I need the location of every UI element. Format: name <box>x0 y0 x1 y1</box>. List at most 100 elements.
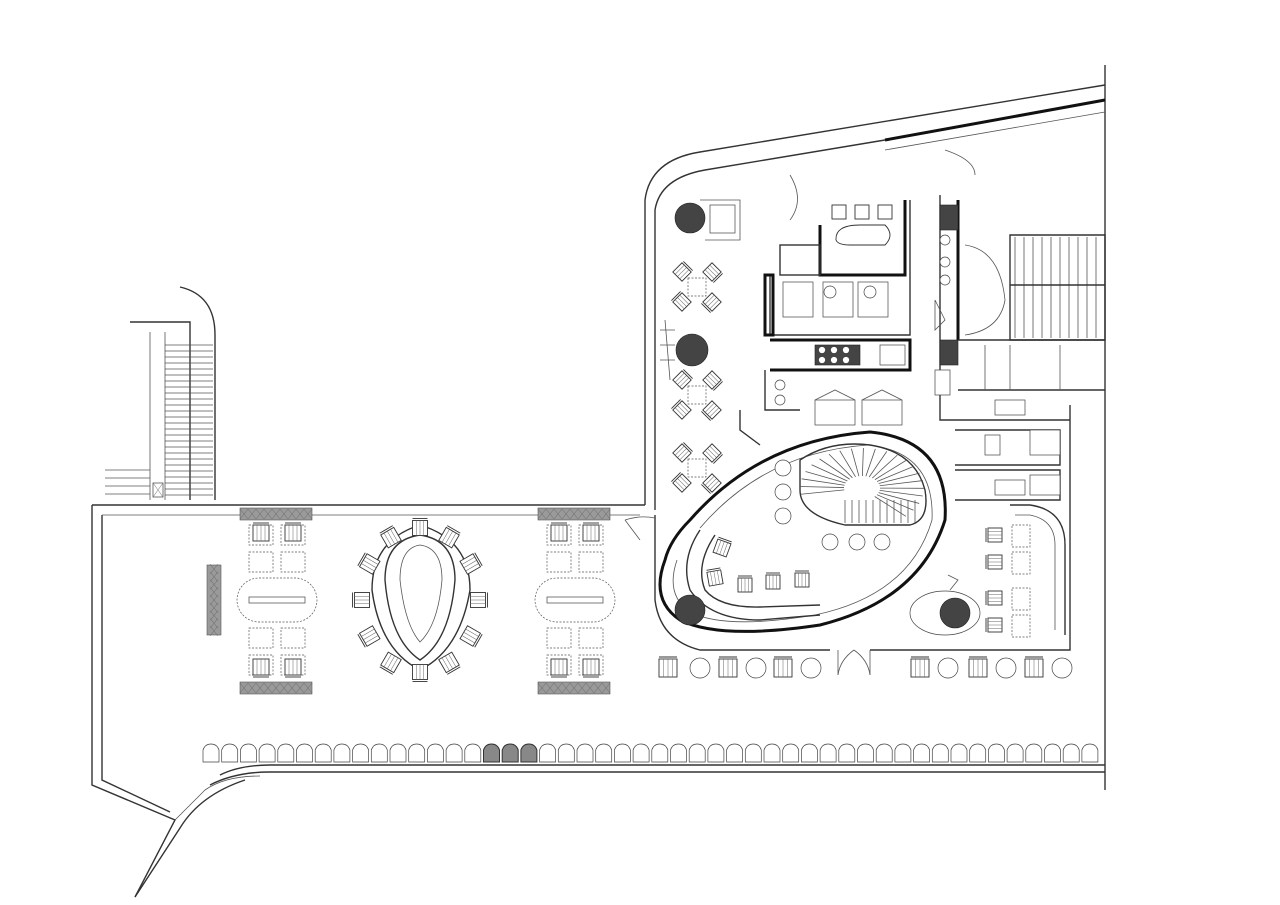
four-seat-table <box>671 442 723 494</box>
chair <box>658 656 678 678</box>
booth-table <box>1011 587 1031 611</box>
chair <box>672 261 693 282</box>
chair <box>412 518 428 536</box>
hedge-row <box>202 743 1099 763</box>
chair <box>671 399 692 420</box>
round-table <box>800 657 822 679</box>
hedge-shrub <box>389 743 407 763</box>
hedge-shrub <box>221 743 239 763</box>
chair <box>252 522 270 542</box>
hedge-shrub <box>296 743 313 763</box>
chair <box>671 291 692 312</box>
chair <box>737 575 753 593</box>
column-planters <box>660 199 741 381</box>
hedge-shrub <box>1081 743 1099 763</box>
round-table <box>848 533 866 551</box>
hedge-shrub <box>913 743 930 763</box>
hedge-shrub <box>464 743 482 763</box>
terrace-boundary <box>91 65 1106 898</box>
chair <box>672 442 693 463</box>
hedge-shrub <box>370 743 388 763</box>
planter-box <box>206 507 611 695</box>
chair <box>706 567 724 587</box>
hedge-shrub <box>333 743 351 763</box>
chair <box>459 552 483 575</box>
chair <box>357 552 381 575</box>
chair <box>985 590 1003 606</box>
chair <box>701 292 722 313</box>
hedge-shrub <box>202 743 220 763</box>
hedge-shrub <box>969 743 987 763</box>
hedge-shrub <box>651 743 669 763</box>
round-table <box>774 507 792 525</box>
chair <box>985 527 1003 543</box>
chair <box>910 656 930 678</box>
planter <box>537 681 611 695</box>
round-table <box>821 533 839 551</box>
hedge-shrub <box>950 743 968 763</box>
hedge-shrub <box>1006 743 1024 763</box>
planter <box>537 507 611 521</box>
hedge-shrub <box>277 743 295 763</box>
entrance-doors <box>789 149 976 676</box>
hedge-shrub <box>352 743 369 763</box>
hedge-shrub <box>314 743 332 763</box>
chair <box>718 656 738 678</box>
chair <box>985 617 1003 633</box>
chair <box>352 592 370 608</box>
hedge-shrub <box>782 743 800 763</box>
hedge-shrub <box>744 743 762 763</box>
booth-table <box>1011 524 1031 548</box>
chair <box>438 651 461 675</box>
chair <box>412 664 428 682</box>
chair <box>773 656 793 678</box>
hedge-shrub <box>632 743 650 763</box>
chair <box>550 522 568 542</box>
chair <box>701 400 722 421</box>
hedge-shrub <box>801 743 818 763</box>
booth-table <box>1011 551 1031 575</box>
hedge-shrub <box>557 743 575 763</box>
restaurant-dining-area <box>671 261 723 494</box>
hedge-shrub <box>763 743 781 763</box>
hedge-shrub <box>894 743 912 763</box>
bar-counter <box>739 389 903 446</box>
round-tables <box>774 459 891 551</box>
chair <box>672 369 693 390</box>
round-table <box>873 533 891 551</box>
chair <box>357 625 381 648</box>
hedge-shrub <box>1044 743 1061 763</box>
hedge-shrub <box>988 743 1005 763</box>
hedge-shrub <box>931 743 949 763</box>
hedge-shrub <box>688 743 706 763</box>
chair <box>379 525 402 549</box>
chair <box>550 658 568 678</box>
chair <box>582 522 600 542</box>
chair <box>794 570 810 588</box>
chair <box>701 473 722 494</box>
booth-seating <box>909 504 1066 638</box>
round-table <box>995 657 1017 679</box>
round-table <box>774 483 792 501</box>
hedge-shrub <box>483 743 500 763</box>
hedge-shrub <box>576 743 594 763</box>
oval-banquet-table <box>352 518 488 682</box>
booth-table <box>1011 614 1031 638</box>
planter <box>239 507 313 521</box>
chair <box>284 522 302 542</box>
hedge-shrub <box>408 743 426 763</box>
fire-stair-core <box>934 195 1106 501</box>
round-table <box>745 657 767 679</box>
chair <box>438 525 461 549</box>
rectangular-dining-table <box>236 522 616 678</box>
hedge-shrub <box>838 743 856 763</box>
chair <box>712 536 732 558</box>
hedge-shrub <box>427 743 444 763</box>
hedge-shrub <box>707 743 725 763</box>
four-seat-table <box>671 261 723 313</box>
hedge-shrub <box>501 743 519 763</box>
hedge-shrub <box>1025 743 1043 763</box>
hedge-shrub <box>595 743 613 763</box>
terrace-table-set <box>236 522 318 678</box>
hedge-shrub <box>614 743 631 763</box>
